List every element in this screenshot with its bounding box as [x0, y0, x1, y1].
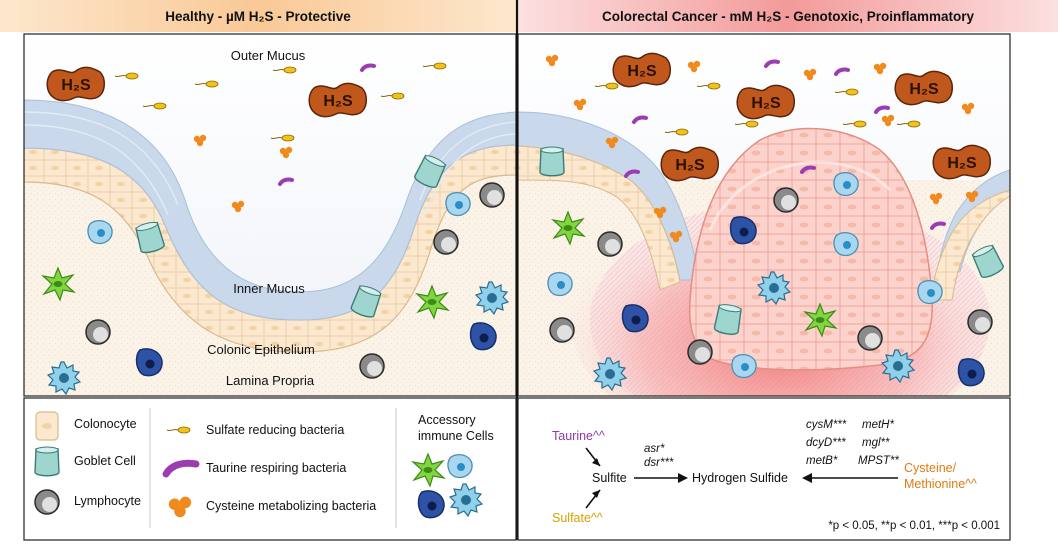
goblet-cell	[539, 146, 565, 177]
tumor-mass	[688, 127, 933, 371]
h2s-blob: H₂S	[612, 52, 672, 88]
lymphocyte	[597, 231, 623, 257]
legend: Colonocyte Goblet Cell Lymphocyte Sulfat…	[34, 408, 494, 528]
cancer-panel: H₂S H₂S H₂S H₂S H₂S	[518, 34, 1010, 396]
h2s-label: H₂S	[909, 81, 939, 98]
accessory-immune-cell	[917, 279, 943, 305]
gene-dsr: dsr***	[644, 457, 674, 469]
legend-cysteine-metabolizing: Cysteine metabolizing bacteria	[206, 499, 376, 513]
inner-mucus-label: Inner Mucus	[233, 281, 305, 296]
outer-mucus-label: Outer Mucus	[231, 48, 306, 63]
accessory-immune-icon	[447, 453, 473, 479]
legend-accessory-line1: Accessory	[418, 413, 476, 427]
cancer-header-title: Colorectal Cancer - mM H₂S - Genotoxic, …	[602, 9, 975, 24]
h2s-label: H₂S	[947, 155, 977, 172]
healthy-header: Healthy - µM H₂S - Protective	[0, 0, 516, 32]
legend-goblet-cell: Goblet Cell	[74, 454, 136, 468]
accessory-immune-cell	[833, 231, 859, 257]
lymphocyte	[967, 309, 993, 335]
lymphocyte	[687, 339, 713, 365]
lamina-propria-left	[24, 160, 516, 396]
lymphocyte	[549, 317, 575, 343]
accessory-immune-cell	[87, 219, 113, 245]
h2s-blob: H₂S	[736, 84, 796, 120]
accessory-immune-cell	[547, 271, 573, 297]
lymphocyte	[857, 325, 883, 351]
lamina-propria-label: Lamina Propria	[226, 373, 315, 388]
sulfite-label: Sulfite	[592, 471, 627, 485]
accessory-immune-cell	[729, 216, 757, 245]
accessory-immune-cell	[445, 191, 471, 217]
accessory-immune-cell	[135, 348, 163, 377]
h2s-blob: H₂S	[894, 70, 954, 106]
legend-lymphocyte: Lymphocyte	[74, 494, 141, 508]
h2s-label: H₂S	[751, 95, 781, 112]
cysteine-label-line1: Cysteine/	[904, 461, 957, 475]
gene-cysm: cysM***	[806, 419, 847, 431]
legend-sulfate-reducing: Sulfate reducing bacteria	[206, 423, 344, 437]
gene-meth: metH*	[862, 419, 894, 431]
healthy-header-title: Healthy - µM H₂S - Protective	[165, 9, 351, 24]
healthy-panel: H₂S H₂S Outer Mucus Inner Mucus	[24, 34, 516, 396]
lymphocyte	[359, 353, 385, 379]
h2s-label: H₂S	[675, 157, 705, 174]
cancer-header: Colorectal Cancer - mM H₂S - Genotoxic, …	[518, 0, 1058, 32]
legend-accessory-line2: immune Cells	[418, 429, 494, 443]
gene-asr: asr*	[644, 443, 665, 455]
accessory-immune-cell	[469, 322, 497, 351]
taurine-respiring-icon	[162, 459, 200, 478]
colonic-epithelium-right	[518, 145, 681, 291]
accessory-immune-cell	[731, 353, 757, 379]
h2s-pathway: Taurine^^ Sulfate^^ Sulfite asr* dsr*** …	[552, 419, 1000, 532]
colonic-epithelium-label: Colonic Epithelium	[207, 342, 315, 357]
gene-metb: metB*	[806, 455, 838, 467]
h2s-blob: H₂S	[308, 82, 368, 118]
taurine-label: Taurine^^	[552, 429, 605, 443]
significance-note: *p < 0.05, **p < 0.01, ***p < 0.001	[828, 520, 1000, 532]
h2s-blob: H₂S	[660, 146, 720, 182]
lymphocyte-icon	[34, 489, 60, 515]
lymphocyte	[773, 187, 799, 213]
h2s-blob: H₂S	[932, 144, 992, 180]
sulfate-label: Sulfate^^	[552, 511, 603, 525]
accessory-immune-cell	[957, 358, 985, 387]
legend-taurine-respiring: Taurine respiring bacteria	[206, 461, 346, 475]
gene-mpst: MPST**	[858, 455, 899, 467]
lymphocyte	[85, 319, 111, 345]
gene-dcyd: dcyD***	[806, 437, 846, 449]
accessory-immune-icon	[417, 490, 445, 519]
legend-colonocyte: Colonocyte	[74, 417, 137, 431]
hydrogen-sulfide-label: Hydrogen Sulfide	[692, 471, 788, 485]
accessory-immune-cell	[833, 171, 859, 197]
h2s-label: H₂S	[61, 77, 91, 94]
h2s-label: H₂S	[323, 93, 353, 110]
goblet-cell-icon	[34, 446, 60, 477]
gene-mgl: mgl**	[862, 437, 890, 449]
h2s-label: H₂S	[627, 63, 657, 80]
pathway-box	[517, 397, 1011, 541]
lymphocyte	[433, 229, 459, 255]
accessory-immune-cell	[621, 304, 649, 333]
h2s-blob: H₂S	[46, 66, 106, 102]
lymphocyte	[479, 182, 505, 208]
cysteine-label-line2: Methionine^^	[904, 477, 977, 491]
